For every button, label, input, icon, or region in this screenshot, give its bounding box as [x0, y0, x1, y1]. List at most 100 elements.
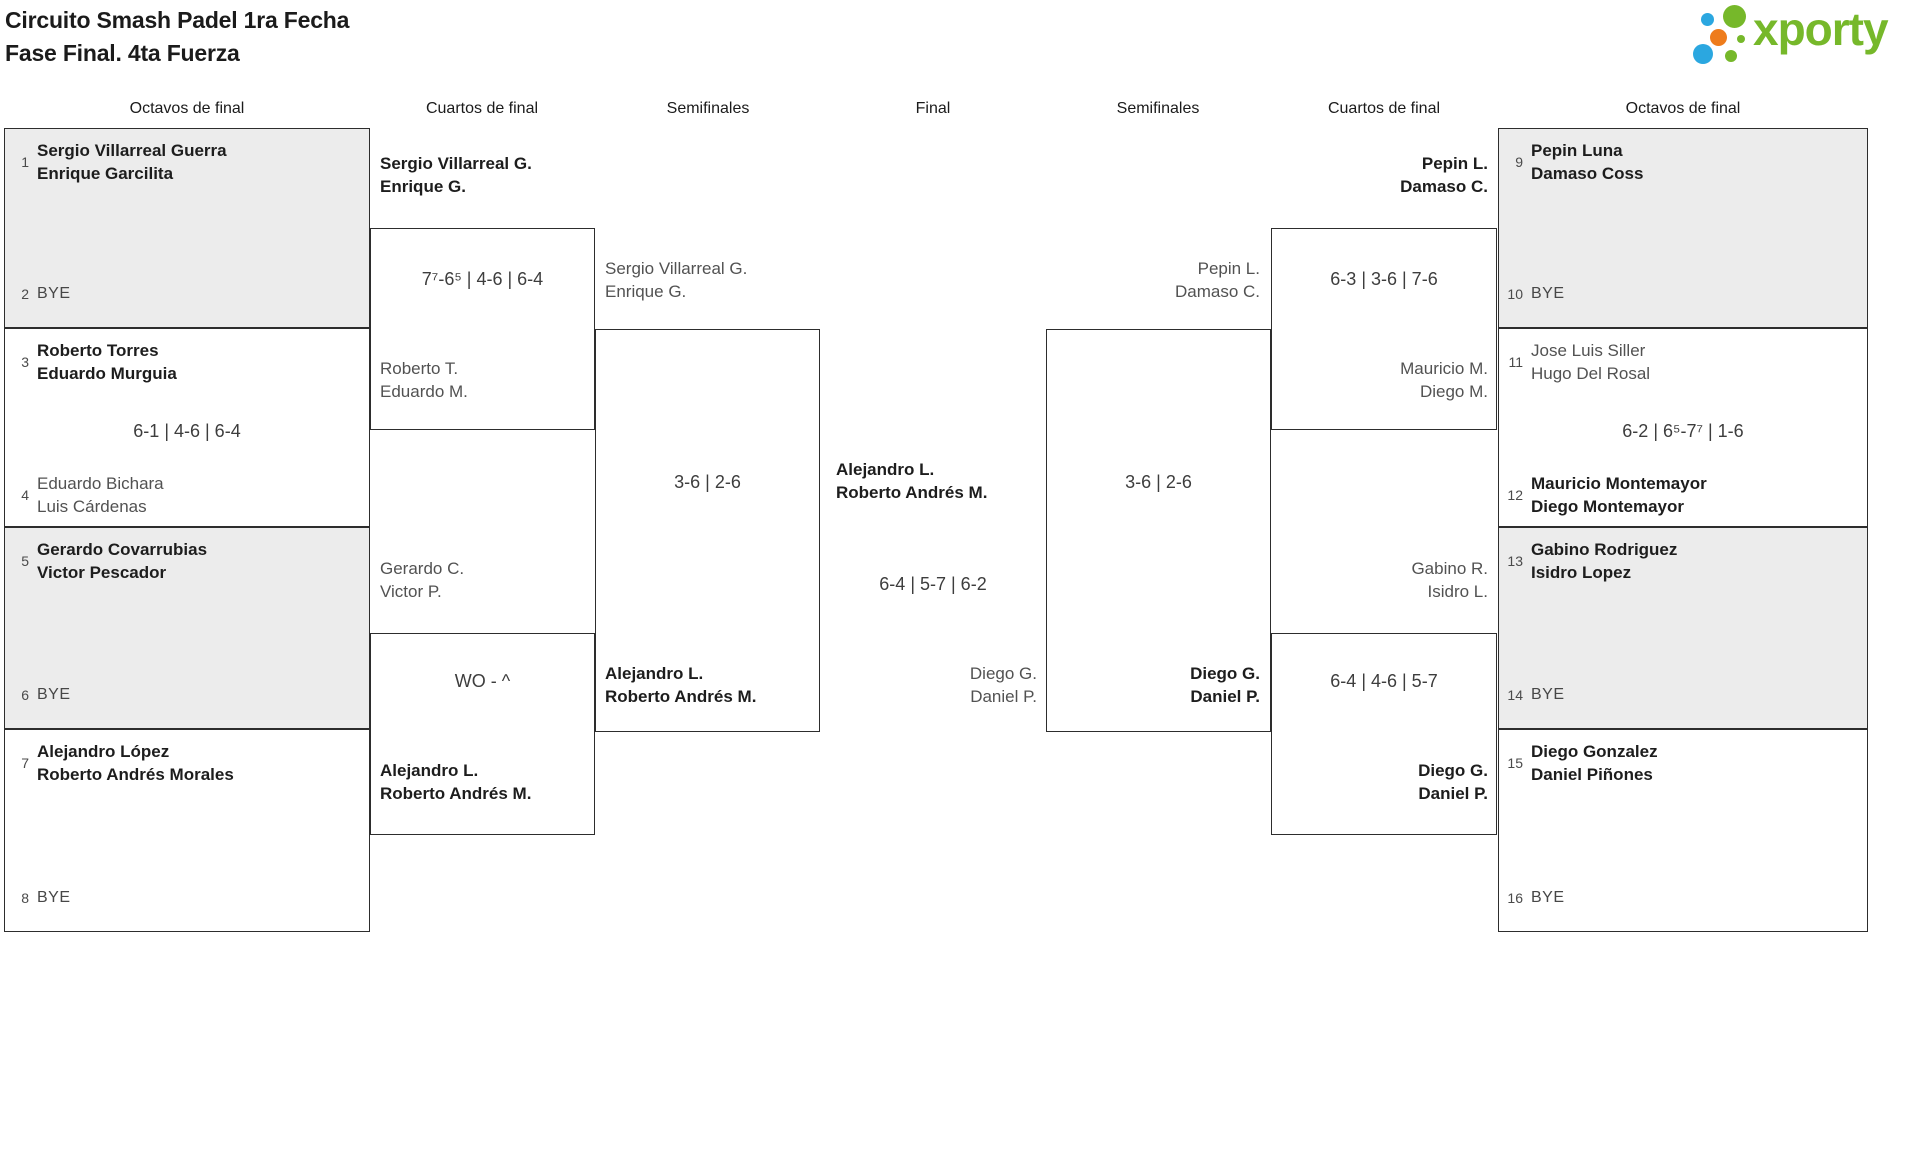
sf-right-team-top: Pepin L. Damaso C.	[1175, 257, 1260, 303]
team-name-line: Gerardo Covarrubias	[37, 540, 208, 559]
team-entry: 9 Pepin Luna Damaso Coss	[1503, 139, 1643, 185]
team-entry: 1 Sergio Villarreal Guerra Enrique Garci…	[9, 139, 227, 185]
bye-label: BYE	[37, 889, 71, 906]
bye-label: BYE	[37, 285, 71, 302]
team-name-line: Luis Cárdenas	[37, 497, 147, 516]
logo-dot-icon	[1723, 5, 1746, 28]
final-score: 6-4 | 5-7 | 6-2	[879, 574, 987, 594]
match-score: 6-1 | 4-6 | 6-4	[133, 421, 241, 441]
qf-right1-team-top: Pepin L. Damaso C.	[1400, 152, 1488, 198]
team-entry: 5 Gerardo Covarrubias Victor Pescador	[9, 538, 207, 584]
team-name-line: Victor P.	[380, 582, 442, 601]
team-name-line: Alejandro L.	[836, 460, 935, 479]
team-name-line: Diego M.	[1419, 382, 1488, 401]
seed-number: 14	[1507, 687, 1523, 703]
team-names: Mauricio Montemayor Diego Montemayor	[1531, 472, 1707, 518]
team-entry: 3 Roberto Torres Eduardo Murguia	[9, 339, 177, 385]
team-name-line: Eduardo Murguia	[37, 364, 177, 383]
team-name-line: Isidro Lopez	[1531, 563, 1632, 582]
seed-number: 8	[21, 890, 29, 906]
team-entry-bye: 8 BYE	[9, 889, 71, 907]
team-entry: 11 Jose Luis Siller Hugo Del Rosal	[1503, 339, 1650, 385]
team-name-line: Roberto Andrés M.	[605, 687, 757, 706]
team-name-line: Enrique G.	[605, 282, 687, 301]
logo-dot-icon	[1725, 50, 1737, 62]
round-header-semis-right: Semifinales	[1116, 100, 1200, 117]
octavos-left-match1-box: 1 Sergio Villarreal Guerra Enrique Garci…	[4, 128, 370, 328]
team-name-line: Daniel P.	[970, 687, 1037, 706]
team-name-line: Sergio Villarreal G.	[605, 259, 748, 278]
bye-label: BYE	[37, 686, 71, 703]
team-entry-bye: 16 BYE	[1503, 889, 1565, 907]
seed-number: 15	[1507, 755, 1523, 771]
team-entry-bye: 10 BYE	[1503, 285, 1565, 303]
team-name-line: Jose Luis Siller	[1531, 341, 1646, 360]
seed-number: 13	[1507, 553, 1523, 569]
team-names: Sergio Villarreal Guerra Enrique Garcili…	[37, 139, 227, 185]
team-name-line: Enrique Garcilita	[37, 164, 174, 183]
seed-number: 5	[21, 553, 29, 569]
round-header-octavos-left: Octavos de final	[129, 100, 245, 117]
team-names: Jose Luis Siller Hugo Del Rosal	[1531, 339, 1650, 385]
seed-number: 4	[21, 487, 29, 503]
qf-right2-team-top: Gabino R. Isidro L.	[1411, 557, 1488, 603]
team-names: Diego Gonzalez Daniel Piñones	[1531, 740, 1658, 786]
team-entry-bye: 2 BYE	[9, 285, 71, 303]
match-score: 3-6 | 2-6	[674, 472, 741, 492]
team-names: Roberto Torres Eduardo Murguia	[37, 339, 177, 385]
final-winner-team: Alejandro L. Roberto Andrés M.	[836, 458, 987, 504]
qf-left2-team-top: Gerardo C. Victor P.	[380, 557, 464, 603]
page-title-line2: Fase Final. 4ta Fuerza	[5, 40, 240, 66]
team-name-line: Mauricio Montemayor	[1531, 474, 1707, 493]
team-entry: 4 Eduardo Bichara Luis Cárdenas	[9, 472, 164, 518]
qf-right2-team-bottom: Diego G. Daniel P.	[1418, 759, 1488, 805]
team-name-line: Roberto Andrés M.	[380, 784, 532, 803]
team-name-line: Daniel P.	[1190, 687, 1260, 706]
page-title-line1: Circuito Smash Padel 1ra Fecha	[5, 7, 350, 33]
octavos-right-match4-box: 15 Diego Gonzalez Daniel Piñones 16 BYE	[1498, 729, 1868, 932]
team-entry: 13 Gabino Rodriguez Isidro Lopez	[1503, 538, 1677, 584]
team-entry-bye: 6 BYE	[9, 686, 71, 704]
team-names: Eduardo Bichara Luis Cárdenas	[37, 472, 164, 518]
octavos-left-match2-box: 3 Roberto Torres Eduardo Murguia 6-1 | 4…	[4, 328, 370, 527]
seed-number: 7	[21, 755, 29, 771]
team-name-line: Victor Pescador	[37, 563, 167, 582]
team-name-line: Alejandro López	[37, 742, 170, 761]
team-name-line: Pepin Luna	[1531, 141, 1623, 160]
team-name-line: Enrique G.	[380, 177, 466, 196]
seed-number: 2	[21, 286, 29, 302]
team-name-line: Pepin L.	[1421, 154, 1488, 173]
qf-left2-team-bottom: Alejandro L. Roberto Andrés M.	[380, 759, 531, 805]
round-header-semis-left: Semifinales	[666, 100, 750, 117]
team-name-line: Damaso C.	[1174, 282, 1260, 301]
team-name-line: Diego Gonzalez	[1531, 742, 1658, 761]
team-name-line: Gabino Rodriguez	[1531, 540, 1678, 559]
octavos-left-match3-box: 5 Gerardo Covarrubias Victor Pescador 6 …	[4, 527, 370, 729]
semifinal-left-box	[595, 329, 820, 732]
match-score: 6-2 | 6⁵-7⁷ | 1-6	[1622, 421, 1744, 441]
team-name-line: Gerardo C.	[380, 559, 465, 578]
logo-wordmark: xporty	[1753, 3, 1889, 55]
team-names: Gabino Rodriguez Isidro Lopez	[1531, 538, 1677, 584]
team-name-line: Damaso Coss	[1531, 164, 1644, 183]
team-names: Gerardo Covarrubias Victor Pescador	[37, 538, 207, 584]
team-name-line: Roberto T.	[380, 359, 459, 378]
match-score: WO - ^	[454, 671, 511, 691]
logo-dot-icon	[1737, 35, 1745, 43]
team-entry: 12 Mauricio Montemayor Diego Montemayor	[1503, 472, 1707, 518]
final-runner-up-team: Diego G. Daniel P.	[970, 662, 1037, 708]
seed-number: 6	[21, 687, 29, 703]
sf-right-team-bottom: Diego G. Daniel P.	[1190, 662, 1260, 708]
sf-left-team-top: Sergio Villarreal G. Enrique G.	[605, 257, 747, 303]
team-name-line: Isidro L.	[1427, 582, 1488, 601]
sf-left-team-bottom: Alejandro L. Roberto Andrés M.	[605, 662, 756, 708]
match-score: 7⁷-6⁵ | 4-6 | 6-4	[421, 269, 544, 289]
team-name-line: Daniel Piñones	[1531, 765, 1653, 784]
team-name-line: Hugo Del Rosal	[1531, 364, 1651, 383]
team-name-line: Diego G.	[969, 664, 1037, 683]
seed-number: 11	[1508, 354, 1523, 370]
match-score: 6-3 | 3-6 | 7-6	[1330, 269, 1438, 289]
octavos-left-match4-box: 7 Alejandro López Roberto Andrés Morales…	[4, 729, 370, 932]
team-name-line: Roberto Andrés Morales	[37, 765, 234, 784]
